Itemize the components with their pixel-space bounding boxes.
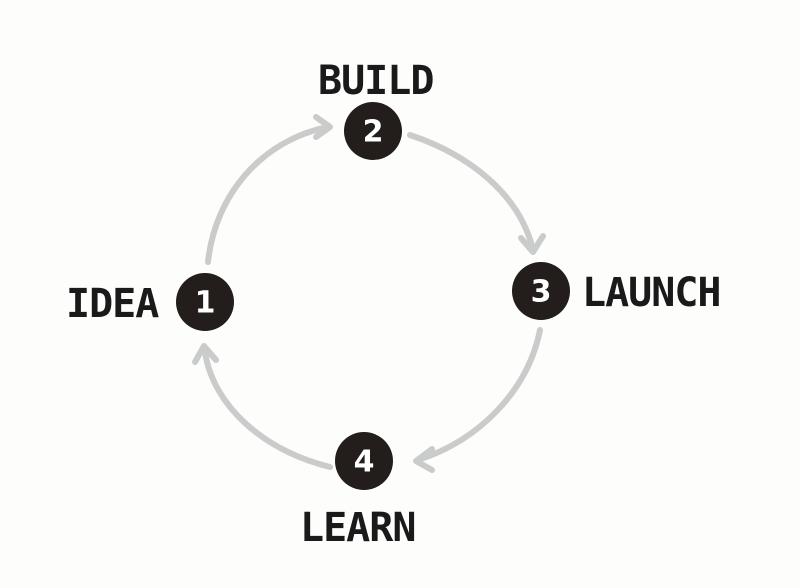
arrow-build-to-launch <box>407 132 546 255</box>
step-circle <box>176 273 234 331</box>
step-label-idea: IDEA <box>66 281 159 327</box>
step-circle <box>335 432 393 490</box>
step-label-learn: LEARN <box>300 505 415 551</box>
step-number: 1 <box>195 286 216 321</box>
step-circle <box>512 262 570 320</box>
arrow-learn-to-idea <box>192 343 333 470</box>
step-number: 4 <box>354 445 375 480</box>
step-node-idea: 1 <box>176 273 234 331</box>
step-label-launch: LAUNCH <box>582 270 721 316</box>
arrow-launch-to-learn <box>413 327 543 473</box>
step-node-learn: 4 <box>335 432 393 490</box>
step-label-build: BUILD <box>318 58 433 104</box>
step-node-launch: 3 <box>512 262 570 320</box>
arrow-idea-to-build <box>205 114 333 265</box>
step-number: 2 <box>363 115 384 150</box>
step-number: 3 <box>531 275 552 310</box>
step-node-build: 2 <box>344 102 402 160</box>
step-circle <box>344 102 402 160</box>
